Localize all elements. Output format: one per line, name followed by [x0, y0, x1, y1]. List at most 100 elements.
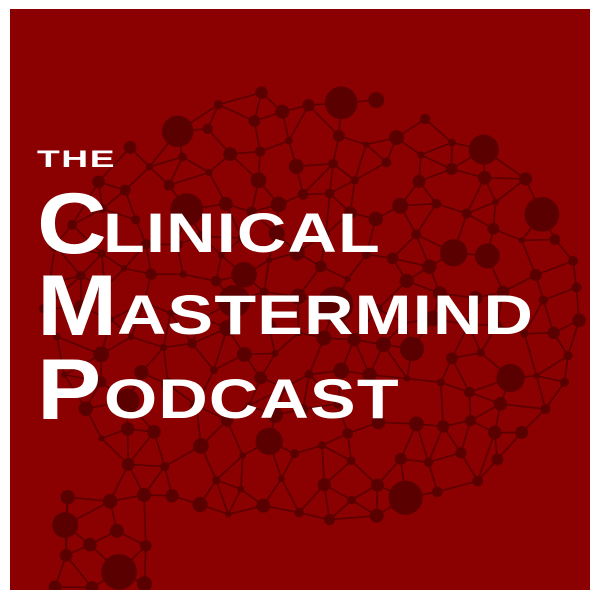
network-node: [145, 163, 154, 171]
network-node: [332, 398, 343, 409]
network-node: [464, 414, 477, 427]
network-node: [136, 576, 152, 590]
network-link: [227, 488, 242, 515]
network-link: [124, 166, 151, 191]
network-node: [347, 495, 356, 505]
network-link: [346, 253, 368, 280]
network-link: [149, 156, 183, 168]
network-link: [143, 494, 147, 546]
network-node: [49, 239, 62, 252]
network-link: [162, 312, 172, 348]
network-node: [101, 554, 137, 590]
network-node: [371, 415, 386, 430]
network-node: [217, 285, 251, 318]
network-node: [344, 206, 357, 220]
network-node: [288, 158, 304, 174]
network-node: [487, 222, 500, 235]
network-node: [445, 163, 458, 175]
network-node: [107, 316, 115, 323]
network-link: [536, 374, 565, 383]
network-link: [302, 163, 334, 195]
network-node: [373, 304, 383, 314]
initial-p: P: [37, 342, 102, 438]
network-node: [271, 349, 279, 357]
network-node: [139, 297, 150, 308]
network-link: [218, 91, 262, 106]
network-node: [370, 478, 384, 492]
network-node: [350, 176, 359, 185]
network-node: [179, 270, 187, 278]
network-node: [448, 138, 456, 147]
network-node: [392, 197, 409, 214]
network-node: [571, 282, 582, 293]
network-link: [521, 238, 555, 242]
network-node: [265, 257, 273, 264]
network-node: [425, 310, 441, 327]
network-node: [318, 441, 327, 450]
network-node: [361, 249, 372, 259]
title-clinical-rest: LINICAL: [103, 201, 382, 264]
network-node: [131, 215, 141, 225]
network-node: [237, 485, 245, 493]
network-node: [205, 168, 213, 177]
network-link: [168, 171, 210, 187]
network-link: [451, 357, 471, 393]
network-link: [56, 336, 66, 375]
network-link: [182, 156, 210, 174]
network-node: [519, 172, 533, 186]
network-link: [65, 554, 93, 589]
network-node: [423, 457, 434, 468]
network-link: [420, 141, 453, 156]
network-node: [192, 496, 208, 513]
network-node: [115, 388, 140, 414]
network-node: [98, 204, 107, 214]
network-node: [477, 171, 492, 185]
network-node: [136, 487, 152, 503]
network-node: [317, 286, 354, 323]
network-node: [461, 318, 475, 332]
network-node: [121, 457, 135, 471]
network-link: [215, 479, 229, 515]
network-node: [39, 303, 49, 314]
network-node: [324, 86, 358, 120]
network-node: [568, 256, 578, 266]
network-link: [48, 245, 56, 284]
network-node: [248, 115, 261, 127]
network-node: [239, 452, 247, 459]
network-node: [145, 268, 157, 280]
network-link: [80, 253, 103, 277]
network-link: [466, 201, 496, 215]
network-link: [536, 354, 569, 377]
network-node: [394, 452, 407, 465]
network-node: [411, 229, 422, 240]
network-node: [198, 313, 208, 323]
network-node: [491, 453, 504, 466]
network-node: [202, 123, 213, 134]
network-link: [476, 432, 496, 482]
network-node: [59, 549, 73, 562]
network-link: [523, 299, 544, 335]
network-link: [280, 453, 296, 479]
network-node: [165, 489, 179, 503]
network-node: [487, 425, 502, 440]
network-link: [424, 118, 453, 144]
network-link: [321, 445, 326, 485]
network-node: [529, 269, 542, 281]
network-link: [64, 373, 101, 383]
network-node: [93, 346, 110, 363]
network-link: [284, 373, 310, 389]
title-line-mastermind: M ASTERMIND: [37, 263, 533, 349]
network-node: [515, 425, 529, 439]
network-node: [160, 461, 170, 472]
network-link: [523, 333, 538, 376]
network-link: [437, 480, 478, 493]
network-node: [290, 449, 300, 459]
network-node: [446, 352, 458, 365]
network-node: [386, 252, 399, 265]
network-node: [254, 371, 268, 385]
network-node: [524, 196, 560, 232]
network-node: [161, 377, 176, 392]
network-node: [43, 276, 56, 290]
network-link: [215, 454, 244, 481]
network-link: [183, 273, 217, 282]
